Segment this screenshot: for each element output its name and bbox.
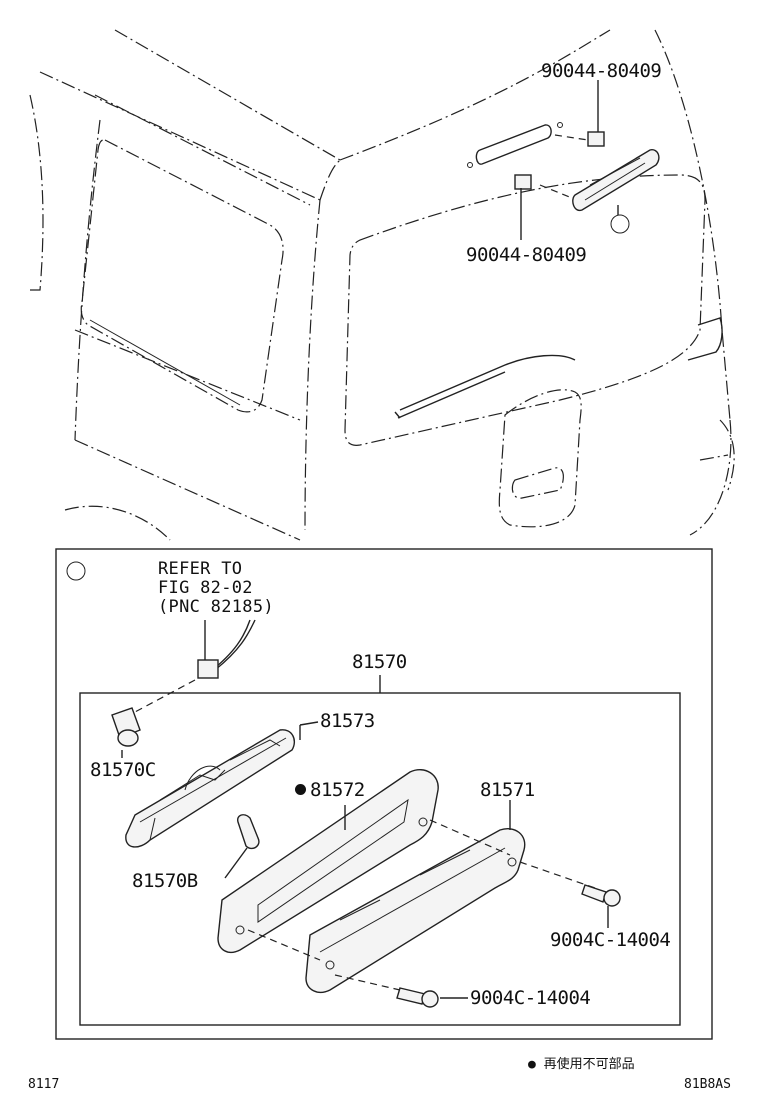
detail-frame — [55, 548, 713, 1040]
legend-bullet: ● — [528, 1057, 536, 1072]
label-81570: 81570 — [352, 651, 407, 673]
lamp-body-81573 — [125, 725, 301, 848]
legend: ● 再使用不可部品 — [528, 1058, 635, 1072]
footer-right-code: 81B8AS — [684, 1077, 731, 1092]
label-90044-bottom: 90044-80409 — [466, 244, 587, 266]
screw-right — [581, 884, 621, 928]
label-90044-top: 90044-80409 — [541, 60, 662, 82]
vehicle-rear-outline — [28, 29, 735, 541]
bulb-81570B — [224, 814, 260, 879]
wire-connector — [134, 619, 256, 713]
label-9004C-right: 9004C-14004 — [550, 929, 671, 951]
label-81573: 81573 — [320, 710, 375, 732]
legend-text: 再使用不可部品 — [543, 1057, 635, 1072]
lens-81572 — [217, 769, 439, 954]
label-9004C-bottom: 9004C-14004 — [470, 987, 591, 1009]
label-81570B: 81570B — [132, 870, 198, 892]
cover-81571 — [305, 800, 526, 994]
refer-line-3: (PNC 82185) — [158, 597, 274, 617]
label-81572: 81572 — [310, 779, 365, 801]
refer-line-2: FIG 82-02 — [158, 578, 253, 598]
non-reusable-marker — [295, 784, 306, 795]
socket-81570C — [111, 707, 141, 758]
footer-left-code: 8117 — [28, 1077, 60, 1092]
screw-bottom — [396, 987, 468, 1008]
refer-line-1: REFER TO — [158, 559, 243, 579]
label-81570C: 81570C — [90, 759, 156, 781]
label-81571: 81571 — [480, 779, 535, 801]
